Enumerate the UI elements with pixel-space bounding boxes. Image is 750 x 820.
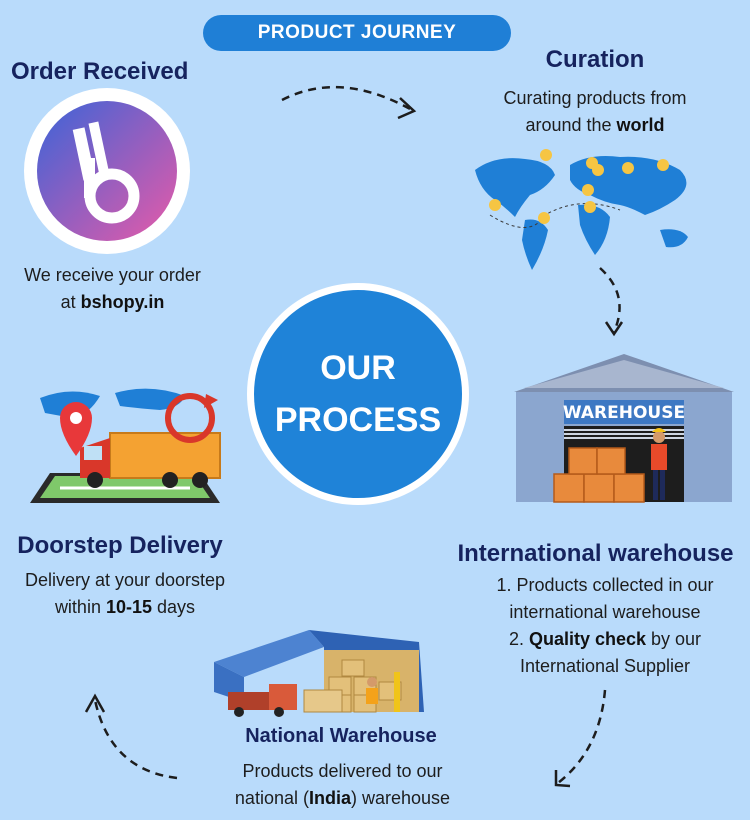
product-journey-title: PRODUCT JOURNEY (203, 15, 511, 51)
order-received-text: We receive your order at bshopy.in (24, 265, 201, 312)
our-process-line2: PROCESS (274, 401, 442, 439)
dashed-arrow-icon (281, 85, 413, 112)
dashed-arrow-icon (93, 699, 178, 780)
our-process-line1: OUR (320, 349, 396, 387)
warehouse-sign-text: WAREHOUSE (563, 403, 685, 423)
national-warehouse-text: Products delivered to our national (Indi… (234, 761, 451, 808)
delivery-truck-icon (30, 388, 221, 503)
dashed-arrow-icon (557, 689, 607, 784)
national-warehouse-icon (214, 630, 424, 717)
curation-title: Curation (545, 46, 645, 73)
bshopy-logo-icon (24, 88, 190, 254)
international-warehouse-text: 1. Products collected in our internation… (496, 575, 714, 676)
dashed-arrow-icon (599, 267, 621, 333)
our-process-circle: OUR PROCESS (247, 283, 469, 505)
doorstep-delivery-text: Delivery at your doorstep within 10-15 d… (24, 570, 226, 617)
warehouse-icon: WAREHOUSE (514, 354, 734, 503)
international-warehouse-title: International warehouse (457, 540, 734, 567)
world-map-icon (475, 149, 688, 270)
doorstep-delivery-title: Doorstep Delivery (17, 532, 223, 559)
curation-text: Curating products from around the world (503, 88, 687, 135)
national-warehouse-title: National Warehouse (245, 725, 437, 747)
order-received-title: Order Received (11, 58, 189, 85)
